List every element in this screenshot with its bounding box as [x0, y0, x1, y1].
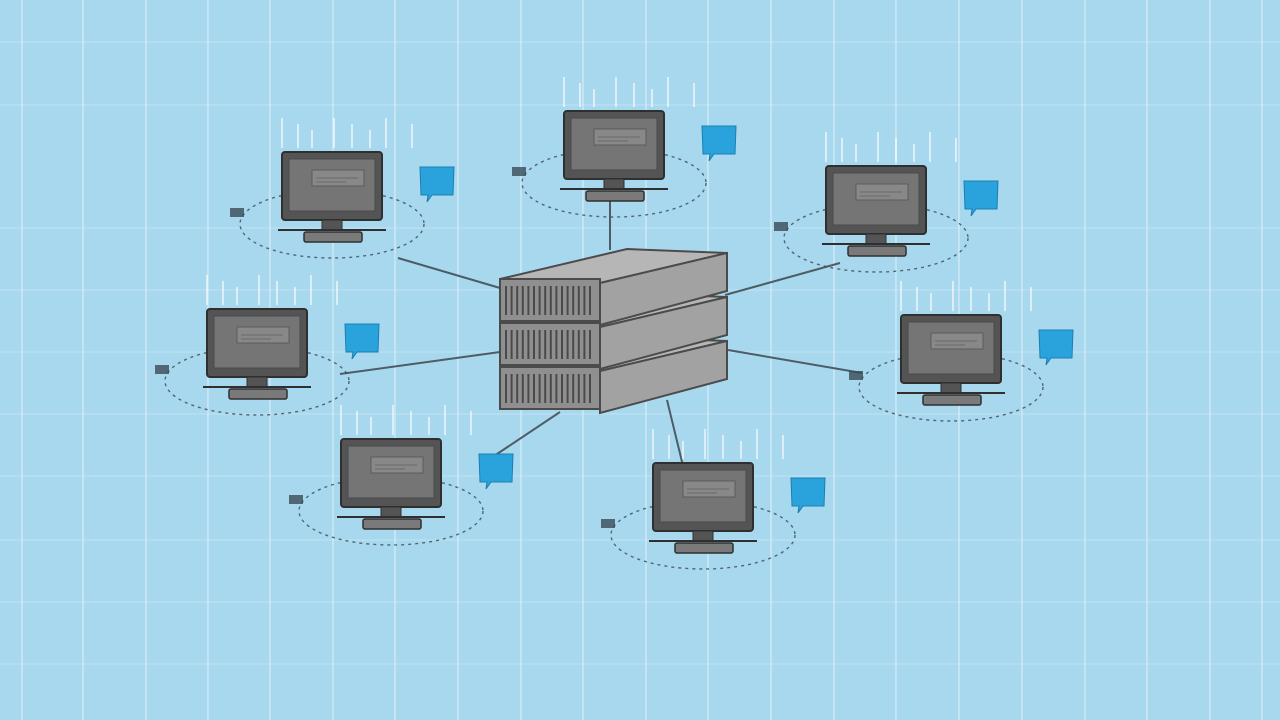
desktop-computer-icon [337, 438, 445, 530]
network-link-line [397, 257, 501, 289]
client-bottom-left [289, 405, 514, 546]
desktop-computer-icon [822, 165, 930, 257]
server-rack-icon [499, 247, 728, 415]
chat-bubble-shape [1038, 329, 1074, 366]
monitor-stand [865, 233, 887, 245]
keyboard-icon [674, 542, 734, 554]
desktop-computer-icon [649, 462, 757, 554]
small-device-icon [849, 371, 863, 380]
monitor-stand [940, 382, 962, 394]
network-link-line [727, 349, 863, 374]
motion-streaks [825, 132, 957, 162]
chat-bubble-shape [701, 125, 737, 162]
chat-bubble-shape [478, 453, 514, 490]
chat-bubble-icon [419, 166, 455, 203]
monitor-stand [603, 178, 625, 190]
client-top-center [512, 77, 737, 218]
client-middle-right [849, 281, 1074, 422]
monitor-stand [321, 219, 343, 231]
chat-bubble-shape [963, 180, 999, 217]
keyboard-icon [303, 231, 363, 243]
small-device-icon [774, 222, 788, 231]
chat-bubble-icon [790, 477, 826, 514]
motion-streaks [900, 281, 1032, 311]
motion-streaks [563, 77, 695, 107]
orbit-ellipse [858, 352, 1044, 422]
client-top-right [774, 132, 999, 273]
desktop-computer-icon [897, 314, 1005, 406]
chat-bubble-shape [419, 166, 455, 203]
keyboard-icon [362, 518, 422, 530]
desktop-computer-icon [560, 110, 668, 202]
monitor-stand [380, 506, 402, 518]
keyboard-icon [847, 245, 907, 257]
motion-streaks [206, 275, 338, 305]
keyboard-icon [228, 388, 288, 400]
orbit-ellipse [298, 476, 484, 546]
chat-bubble-shape [790, 477, 826, 514]
network-links [339, 197, 863, 471]
chat-bubble-icon [344, 323, 380, 360]
monitor-stand [692, 530, 714, 542]
network-link-line [339, 351, 501, 375]
client-middle-left [155, 275, 380, 416]
client-nodes [155, 77, 1074, 570]
client-top-left [230, 118, 455, 259]
small-device-icon [512, 167, 526, 176]
orbit-ellipse [164, 346, 350, 416]
chat-bubble-icon [1038, 329, 1074, 366]
small-device-icon [155, 365, 169, 374]
client-bottom-center [601, 429, 826, 570]
network-link-line [666, 399, 685, 471]
orbit-ellipse [239, 189, 425, 259]
monitor-stand [246, 376, 268, 388]
chat-bubble-shape [344, 323, 380, 360]
keyboard-icon [922, 394, 982, 406]
orbit-ellipse [521, 148, 707, 218]
server-unit [499, 247, 728, 327]
small-device-icon [601, 519, 615, 528]
chat-bubble-icon [963, 180, 999, 217]
network-link-line [724, 262, 841, 296]
small-device-icon [289, 495, 303, 504]
orbit-ellipse [610, 500, 796, 570]
orbit-ellipse [783, 203, 969, 273]
chat-bubble-icon [701, 125, 737, 162]
desktop-computer-icon [278, 151, 386, 243]
chat-bubble-icon [478, 453, 514, 490]
motion-streaks [652, 429, 784, 459]
desktop-computer-icon [203, 308, 311, 400]
small-device-icon [230, 208, 244, 217]
motion-streaks [340, 405, 472, 435]
motion-streaks [281, 118, 413, 148]
keyboard-icon [585, 190, 645, 202]
